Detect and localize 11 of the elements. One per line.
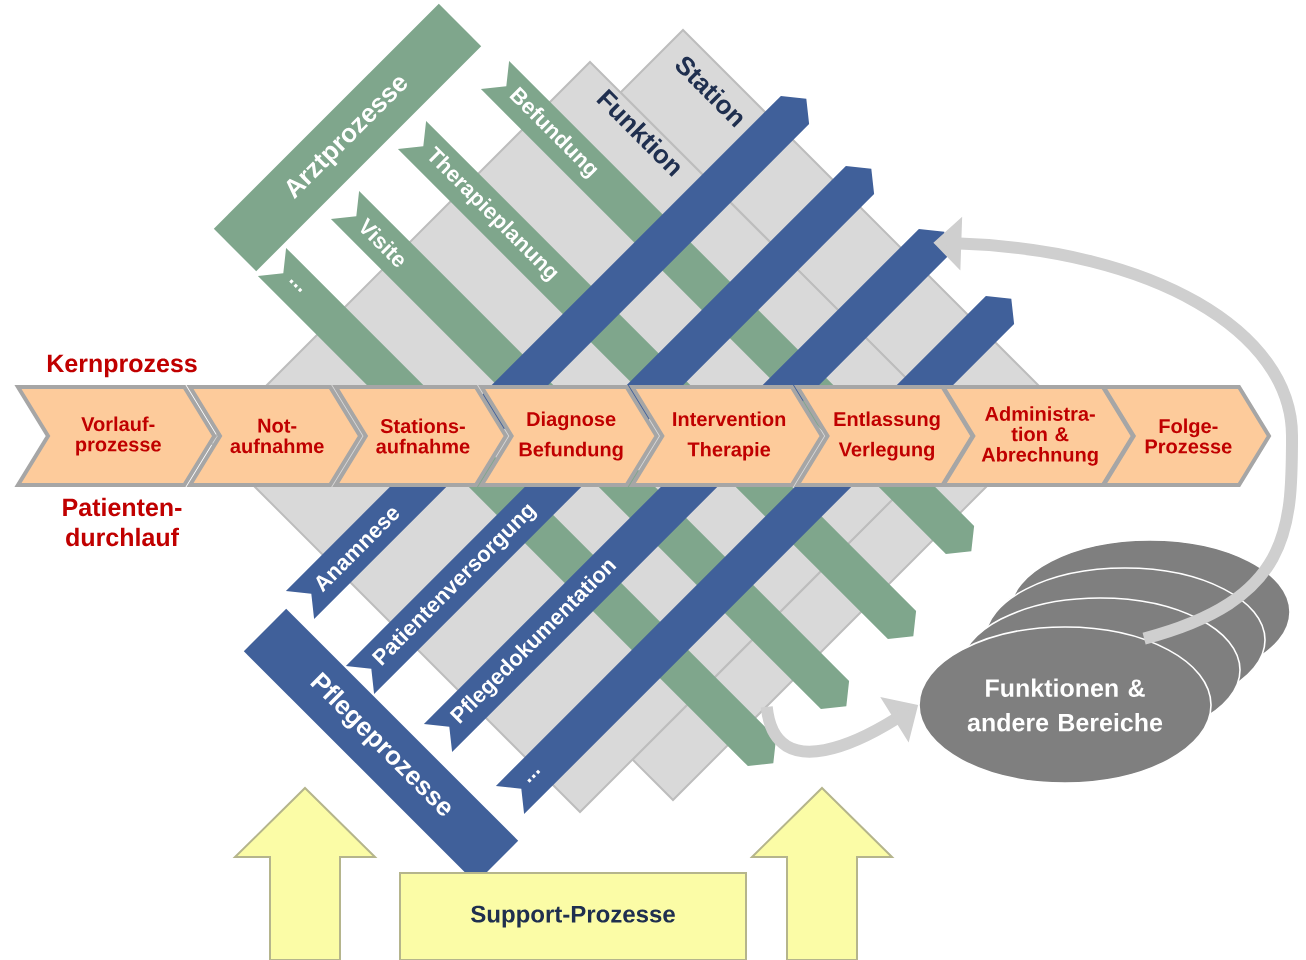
process-step: Entlassung Verlegung bbox=[793, 385, 975, 487]
row-label: Kernprozess bbox=[47, 354, 197, 378]
ellipse-stack: Funktionen & andere Bereiche bbox=[918, 539, 1291, 784]
process-step: Not- aufnahme bbox=[186, 385, 363, 487]
process-step: Stations- aufnahme bbox=[332, 385, 509, 487]
process-box: Support-Prozesse bbox=[399, 872, 747, 960]
process-step: Folge- Prozesse bbox=[1100, 385, 1272, 487]
process-step: Vorlauf- prozesse bbox=[14, 385, 217, 487]
process-step: Diagnose Befundung bbox=[478, 385, 659, 487]
node-label: Folge- Prozesse bbox=[1145, 418, 1232, 454]
row-label: Patienten- durchlauf bbox=[63, 497, 182, 547]
